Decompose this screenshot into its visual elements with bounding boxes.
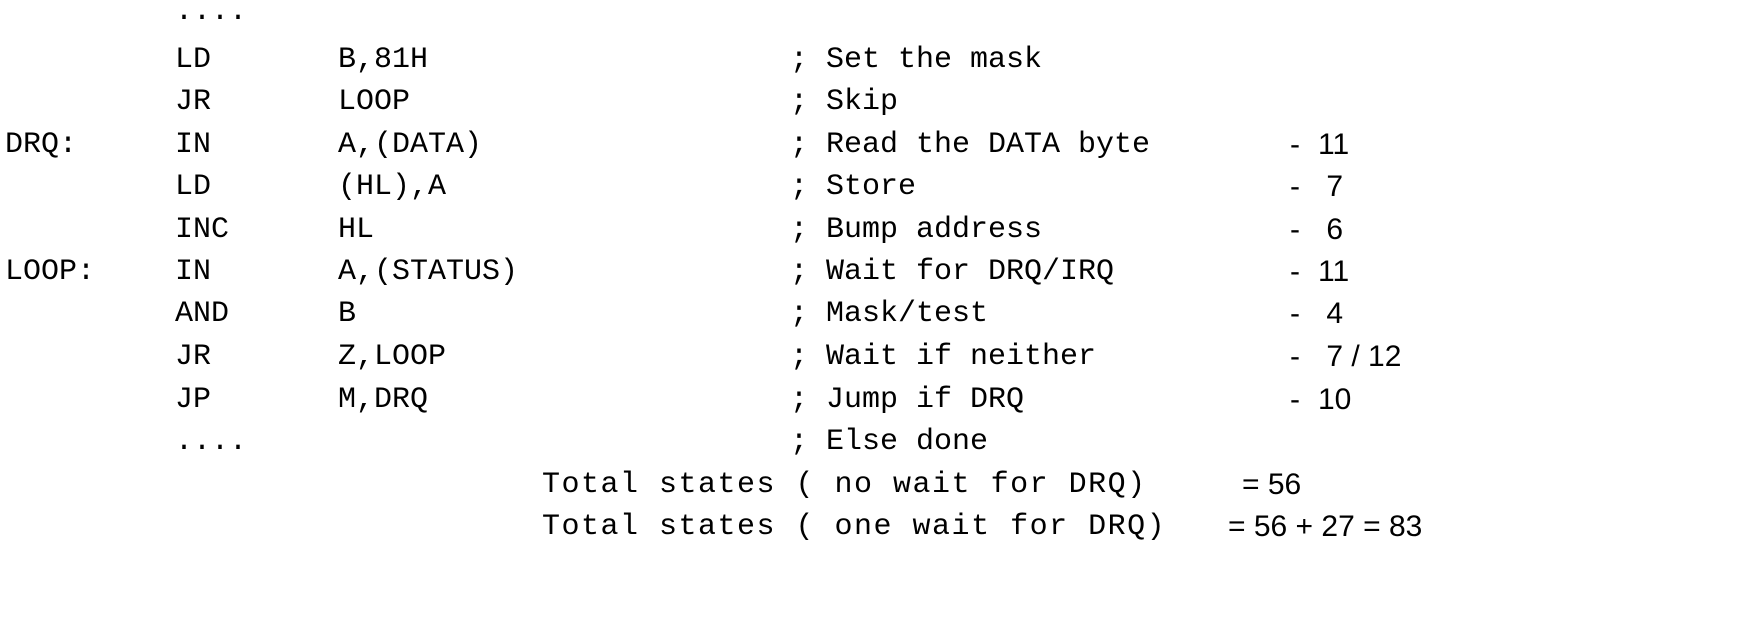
comment: ; Set the mask	[790, 43, 1043, 77]
operand: (HL),A	[338, 170, 447, 204]
mnemonic: LD	[175, 170, 212, 204]
total-label: Total states ( one wait for DRQ)	[542, 510, 1167, 544]
mnemonic: LD	[175, 43, 212, 77]
code-line: .... ; Else done	[0, 421, 1737, 463]
code-line: LOOP: IN A,(STATUS) ; Wait for DRQ/IRQ -…	[0, 251, 1737, 293]
cycle-count: 7 / 12	[1318, 340, 1402, 373]
cycle-count: 10	[1318, 383, 1352, 416]
code-line: DRQ: IN A,(DATA) ; Read the DATA byte - …	[0, 124, 1737, 166]
cycle-count: 7	[1318, 170, 1344, 203]
code-line: JR Z,LOOP ; Wait if neither - 7 / 12	[0, 336, 1737, 378]
line-label: LOOP:	[5, 255, 96, 289]
comment: ; Store	[790, 170, 917, 204]
operand: LOOP	[338, 85, 411, 119]
code-line: JR LOOP ; Skip	[0, 81, 1737, 123]
operand: A,(DATA)	[338, 128, 483, 162]
operand: A,(STATUS)	[338, 255, 519, 289]
mnemonic: IN	[175, 255, 212, 289]
code-line: ....	[0, 0, 1737, 33]
total-value: = 56	[1242, 468, 1302, 501]
cycle-count: 11	[1318, 255, 1350, 288]
cycle-count: 11	[1318, 128, 1350, 161]
dash: -	[1290, 340, 1300, 373]
mnemonic: ....	[175, 0, 248, 29]
code-line: LD B,81H ; Set the mask	[0, 39, 1737, 81]
mnemonic: JR	[175, 85, 212, 119]
mnemonic: INC	[175, 213, 230, 247]
mnemonic: IN	[175, 128, 212, 162]
mnemonic: AND	[175, 297, 230, 331]
dash: -	[1290, 255, 1300, 288]
code-line: LD (HL),A ; Store - 7	[0, 166, 1737, 208]
cycle-count: 6	[1318, 213, 1344, 246]
total-line: Total states ( one wait for DRQ) = 56 + …	[0, 506, 1737, 548]
operand: B,81H	[338, 43, 429, 77]
comment: ; Wait for DRQ/IRQ	[790, 255, 1115, 289]
line-label: DRQ:	[5, 128, 78, 162]
operand: HL	[338, 213, 375, 247]
code-line: INC HL ; Bump address - 6	[0, 209, 1737, 251]
total-value: = 56 + 27 = 83	[1228, 510, 1423, 543]
operand: M,DRQ	[338, 383, 429, 417]
comment: ; Skip	[790, 85, 899, 119]
mnemonic: JR	[175, 340, 212, 374]
dash: -	[1290, 170, 1300, 203]
dash: -	[1290, 297, 1300, 330]
cycle-count: 4	[1318, 297, 1344, 330]
comment: ; Wait if neither	[790, 340, 1097, 374]
dash: -	[1290, 383, 1300, 416]
total-line: Total states ( no wait for DRQ) = 56	[0, 464, 1737, 506]
dash: -	[1290, 128, 1300, 161]
code-line: JP M,DRQ ; Jump if DRQ - 10	[0, 379, 1737, 421]
comment: ; Mask/test	[790, 297, 989, 331]
comment: ; Bump address	[790, 213, 1043, 247]
mnemonic: ....	[175, 425, 248, 459]
operand: Z,LOOP	[338, 340, 447, 374]
total-label: Total states ( no wait for DRQ)	[542, 468, 1147, 502]
comment: ; Else done	[790, 425, 989, 459]
dash: -	[1290, 213, 1300, 246]
comment: ; Read the DATA byte	[790, 128, 1151, 162]
operand: B	[338, 297, 357, 331]
comment: ; Jump if DRQ	[790, 383, 1025, 417]
code-line: AND B ; Mask/test - 4	[0, 293, 1737, 335]
mnemonic: JP	[175, 383, 212, 417]
